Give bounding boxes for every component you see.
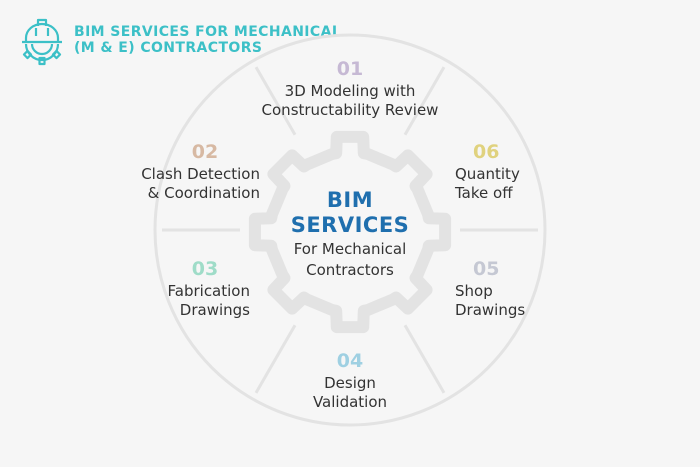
service-item-06: 06 Quantity Take off <box>455 141 545 203</box>
divider-line <box>403 324 446 394</box>
center-gear <box>248 130 452 334</box>
center-subtitle-line1: For Mechanical <box>293 240 407 258</box>
service-label: Quantity <box>455 165 520 183</box>
service-label: Shop <box>455 282 493 300</box>
service-label: Take off <box>455 184 513 202</box>
service-number: 04 <box>336 350 364 372</box>
divider-line <box>403 66 446 136</box>
divider-lines <box>162 66 538 394</box>
service-label: Constructability Review <box>261 101 439 119</box>
center-title-line1: BIM <box>326 188 374 212</box>
header-title-line1: BIM SERVICES FOR MECHANICAL <box>74 24 342 40</box>
service-item-01: 01 3D Modeling with Constructability Rev… <box>250 58 450 120</box>
service-item-03: 03 Fabrication Drawings <box>150 258 250 320</box>
header: BIM SERVICES FOR MECHANICAL (M & E) CONT… <box>16 14 356 66</box>
header-title-line2: (M & E) CONTRACTORS <box>74 40 263 56</box>
service-item-04: 04 Design Validation <box>290 350 410 412</box>
service-label: Drawings <box>179 301 250 319</box>
service-item-05: 05 Shop Drawings <box>455 258 545 320</box>
service-number: 05 <box>473 258 500 280</box>
header-title: BIM SERVICES FOR MECHANICAL (M & E) CONT… <box>74 24 341 56</box>
service-label: Drawings <box>455 301 526 319</box>
service-label: Validation <box>312 393 388 411</box>
center-label: BIM SERVICES For Mechanical Contractors <box>280 188 420 280</box>
divider-line <box>254 66 297 136</box>
center-title-line2: SERVICES <box>290 213 410 237</box>
service-label: Design <box>324 374 376 392</box>
center-subtitle-line2: Contractors <box>306 261 394 279</box>
service-number: 06 <box>473 141 500 163</box>
service-number: 01 <box>336 58 364 80</box>
service-label: Fabrication <box>167 282 250 300</box>
service-label: & Coordination <box>147 184 260 202</box>
outer-ring <box>153 33 547 427</box>
service-label: Clash Detection <box>141 165 260 183</box>
divider-line <box>254 324 297 394</box>
service-label: 3D Modeling with <box>284 82 416 100</box>
service-number: 02 <box>191 141 219 163</box>
service-item-02: 02 Clash Detection & Coordination <box>120 141 260 203</box>
service-number: 03 <box>191 258 219 280</box>
helmet-gear-icon <box>22 18 62 66</box>
